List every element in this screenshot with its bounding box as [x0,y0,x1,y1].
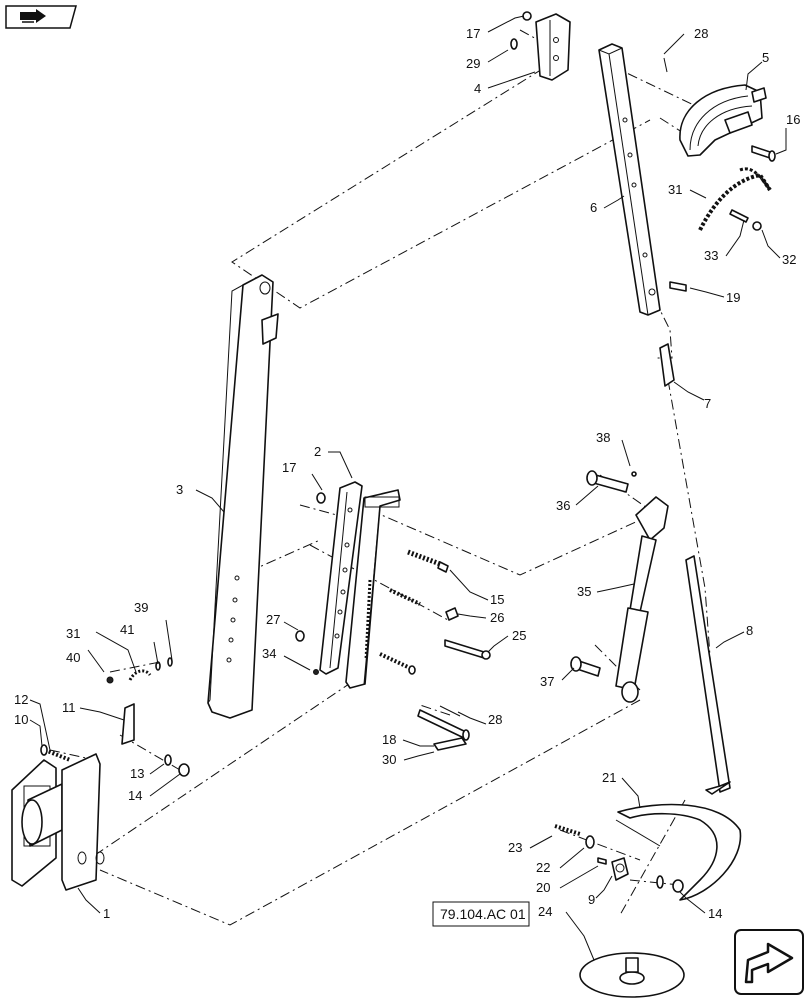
callout-31-top: 31 [668,182,682,197]
clip-part-28-mid [439,705,461,717]
spring-part-15 [407,549,449,573]
callout-19: 19 [726,290,740,305]
callout-17-top: 17 [466,26,480,41]
clip-part-30 [433,737,467,751]
callout-39: 39 [134,600,148,615]
callout-3: 3 [176,482,183,497]
bracket-part-11 [121,703,135,745]
callout-30: 30 [382,752,396,767]
disc-blade-part-24 [579,952,685,998]
washer-part-27 [295,630,305,642]
callout-35: 35 [577,584,591,599]
callout-29: 29 [466,56,480,71]
bolt-part-19 [669,281,687,292]
pin-part-37 [570,656,601,677]
chain-link-part-31-left [128,669,152,681]
bolt-part-16 [751,145,776,162]
pin-part-18 [417,709,470,741]
bracket-part-4 [535,13,571,81]
scraper-part-21 [615,803,742,901]
callout-20: 20 [536,880,550,895]
callout-7: 7 [704,396,711,411]
washer-part-13 [164,754,172,766]
reference-code: 79.104.AC 01 [440,906,526,922]
callout-9: 9 [588,892,595,907]
frame-arm-part-3 [207,274,279,719]
slotted-arm-part-2 [319,481,401,689]
clip-part-26 [445,607,459,621]
callout-labels: 1 2 3 4 5 6 7 8 9 10 11 12 13 14 14 15 1… [14,26,800,921]
screw-part-28-top [663,57,668,73]
callout-13: 13 [130,766,144,781]
pin-part-36 [586,470,629,493]
washer-part-17-mid [316,492,326,504]
callout-10: 10 [14,712,28,727]
callout-16: 16 [786,112,800,127]
lower-rod-part-8 [685,555,731,795]
upper-tube-part-6 [598,43,661,316]
callout-27: 27 [266,612,280,627]
callout-21: 21 [602,770,616,785]
callout-23: 23 [508,840,522,855]
nut-part-14-left [178,763,190,777]
callout-37: 37 [540,674,554,689]
plate-part-7 [659,343,675,387]
callout-17-mid: 17 [282,460,296,475]
callout-38: 38 [596,430,610,445]
callout-1: 1 [103,906,110,921]
mount-bracket-part-1 [11,753,105,891]
bolt-part-spring-lower [379,588,421,675]
cylinder-part-35 [615,496,669,703]
callout-2: 2 [314,444,321,459]
bolt-part-39 [167,657,173,667]
previous-page-arrow-icon[interactable] [5,5,77,29]
pin-part-20 [597,857,607,865]
nut-part-29 [510,38,518,50]
nut-part-14-lower [672,879,684,893]
washer-part-17-top [522,11,532,21]
callout-6: 6 [590,200,597,215]
callout-33: 33 [704,248,718,263]
pin-part-33 [729,209,749,223]
callout-14-right: 14 [708,906,722,921]
clip-part-38 [631,471,637,477]
nut-part-40 [106,676,114,684]
callout-34: 34 [262,646,276,661]
callout-28-top: 28 [694,26,708,41]
clip-part-32 [752,221,762,231]
callout-18: 18 [382,732,396,747]
leader-lines [29,15,787,961]
callout-28-mid: 28 [488,712,502,727]
callout-41: 41 [120,622,134,637]
callout-4: 4 [474,81,481,96]
callout-24: 24 [538,904,552,919]
callout-26: 26 [490,610,504,625]
hub-part-9 [611,857,629,881]
callout-36: 36 [556,498,570,513]
callout-31-left: 31 [66,626,80,641]
callout-12: 12 [14,692,28,707]
callout-15: 15 [490,592,504,607]
bolt-part-10 [40,744,71,762]
callout-14-left: 14 [128,788,142,803]
chain-part-31-top [698,167,772,231]
callout-32: 32 [782,252,796,267]
guard-part-5 [679,84,767,157]
reference-code-box: 79.104.AC 01 [432,901,530,927]
callout-5: 5 [762,50,769,65]
washer-part-14-lower [656,875,664,889]
washer-part-22 [585,835,595,849]
callout-22: 22 [536,860,550,875]
callout-11: 11 [62,700,76,715]
pin-part-25 [444,639,491,660]
callout-8: 8 [746,623,753,638]
next-page-arrow-icon[interactable] [734,929,804,995]
nut-part-34 [313,669,319,675]
callout-25: 25 [512,628,526,643]
callout-40: 40 [66,650,80,665]
bolt-part-23 [554,824,581,836]
